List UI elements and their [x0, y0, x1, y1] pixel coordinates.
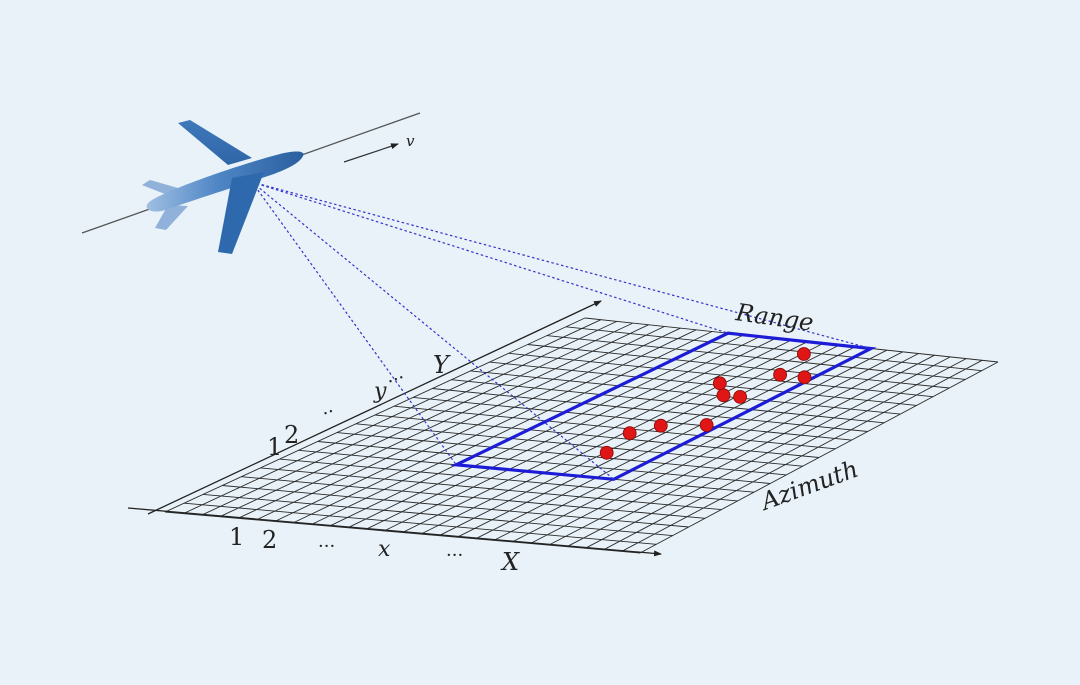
grid-line-azimuth-0 — [164, 317, 586, 513]
y-label-1: 1 — [267, 433, 282, 461]
x-label-X: X — [500, 548, 520, 576]
grid-line-azimuth-7 — [292, 329, 697, 524]
grid-line-azimuth-6 — [274, 327, 681, 522]
grid-line-azimuth-26 — [639, 361, 999, 554]
grid-line-azimuth-2 — [201, 320, 617, 516]
grid-line-azimuth-17 — [475, 346, 856, 540]
target-point-1 — [599, 445, 614, 460]
grid-line-azimuth-13 — [402, 339, 792, 533]
target-point-2 — [653, 418, 668, 433]
range-axis-label: Range — [733, 298, 815, 337]
target-point-3 — [622, 426, 637, 441]
grid-line-azimuth-24 — [603, 358, 967, 551]
grid-line-azimuth-12 — [384, 337, 776, 532]
beam-line-far-left — [251, 181, 729, 334]
azimuth-axis-arrow — [127, 507, 662, 557]
grid-line-azimuth-21 — [548, 353, 919, 546]
y-label-ellipsis-2: ··· — [385, 367, 408, 393]
grid-line-azimuth-20 — [530, 351, 903, 544]
ground-grid — [164, 317, 999, 554]
velocity-label: v — [406, 132, 415, 150]
x-label-ellipsis-2: ··· — [446, 545, 463, 566]
y-label-2: 2 — [284, 421, 299, 449]
target-point-8 — [773, 367, 787, 382]
x-label-x: x — [378, 537, 391, 562]
target-point-9 — [797, 370, 812, 385]
target-point-6 — [733, 389, 747, 404]
beam-line-near-left — [251, 181, 457, 466]
beam-line-near-right — [251, 181, 615, 480]
y-label-Y: Y — [433, 351, 451, 379]
beam-line-far-right — [251, 181, 872, 350]
range-axis-arrow — [147, 300, 602, 515]
grid-line-azimuth-10 — [347, 334, 744, 529]
grid-line-azimuth-19 — [511, 349, 888, 543]
x-label-ellipsis-1: ··· — [318, 536, 335, 557]
grid-line-azimuth-22 — [566, 354, 935, 548]
x-label-2: 2 — [262, 526, 277, 554]
radar-beam — [251, 181, 872, 480]
grid-line-azimuth-25 — [621, 359, 983, 552]
azimuth-axis-label: Azimuth — [756, 455, 862, 517]
target-point-10 — [797, 347, 811, 361]
velocity-indicator: v — [343, 132, 415, 163]
y-label-y: y — [373, 379, 387, 404]
target-point-5 — [716, 388, 731, 403]
grid-line-azimuth-1 — [183, 319, 602, 515]
target-point-4 — [699, 418, 714, 432]
grid-line-azimuth-23 — [584, 356, 951, 549]
x-label-1: 1 — [229, 523, 244, 551]
grid-line-azimuth-4 — [237, 324, 649, 519]
target-points — [599, 347, 812, 460]
grid-line-azimuth-14 — [420, 341, 808, 535]
velocity-arrow — [343, 143, 399, 163]
grid-line-azimuth-8 — [311, 331, 713, 526]
grid-line-azimuth-5 — [256, 326, 665, 521]
y-label-ellipsis-1: ·· — [320, 401, 338, 425]
grid-line-azimuth-3 — [219, 322, 633, 518]
aircraft-icon — [142, 120, 304, 254]
target-point-7 — [712, 376, 727, 391]
range-index-labels: 1 2 ·· y ··· Y — [267, 351, 451, 461]
grid-line-azimuth-11 — [365, 336, 760, 530]
azimuth-index-labels: 1 2 ··· x ··· X — [229, 523, 520, 576]
